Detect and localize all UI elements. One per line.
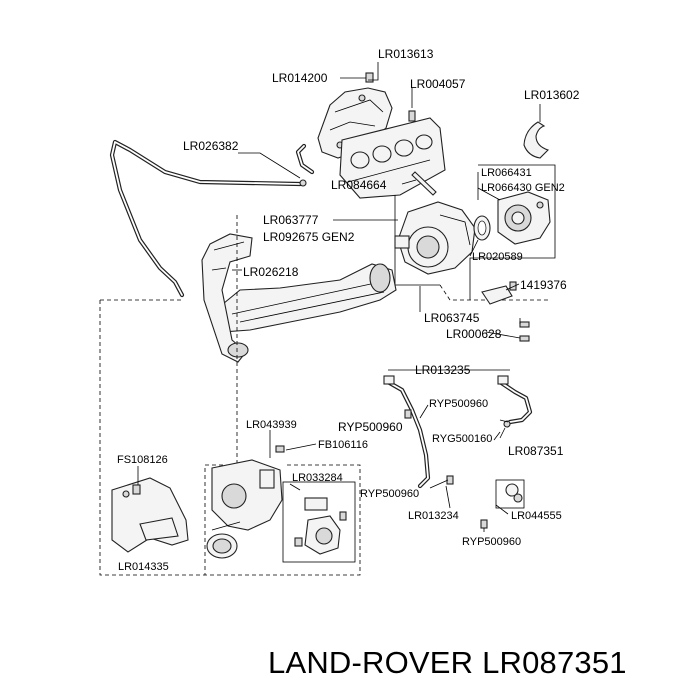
gasket-part-lr084664 (411, 171, 437, 196)
actuator-part (282, 481, 356, 563)
label-lr000628: LR000628 (446, 327, 502, 341)
label-fs108126: FS108126 (117, 454, 168, 466)
bolt-part-lr000628 (519, 335, 530, 342)
label-lr013602: LR013602 (524, 88, 580, 102)
label-lr063777: LR063777 (263, 213, 319, 227)
label-lr026382: LR026382 (183, 139, 239, 153)
label-lr026218: LR026218 (243, 265, 299, 279)
label-lr084664: LR084664 (331, 178, 387, 192)
screw-part-fb106116 (275, 445, 285, 453)
label-lr013234: LR013234 (408, 510, 459, 522)
label-lr044555: LR044555 (511, 510, 562, 522)
label-ryg500160: RYG500160 (432, 433, 492, 445)
label-lr014200: LR014200 (272, 71, 328, 85)
bracket-part-1419376 (481, 281, 517, 305)
label-lr087351: LR087351 (508, 444, 564, 458)
clamp-part (523, 121, 550, 159)
oil-feed-pipe-part (109, 139, 315, 298)
bolt-part-lr063745 (519, 321, 530, 328)
seal-ring-part (473, 215, 491, 241)
part-number-title: LAND-ROVER LR087351 (268, 645, 627, 680)
downpipe-part (217, 263, 397, 333)
label-1419376: 1419376 (520, 278, 567, 292)
label-lr020589: LR020589 (472, 251, 523, 263)
label-ryp500960-lower: RYP500960 (360, 488, 419, 500)
label-fb106116: FB106116 (318, 439, 368, 451)
label-lr014335: LR014335 (118, 561, 169, 573)
intercooler-hose-part (201, 233, 253, 363)
bolt-part-lr014200 (365, 72, 374, 83)
label-lr066430: LR066430 GEN2 (481, 182, 565, 194)
label-ryp500960-bottom: RYP500960 (462, 536, 521, 548)
turbo-housing-part (497, 191, 551, 245)
leader-lines (137, 62, 541, 532)
gasket-part-lr044555 (495, 479, 525, 509)
label-lr066431: LR066431 (481, 167, 532, 179)
pipe-bolts-part (404, 409, 511, 529)
label-lr063745: LR063745 (424, 311, 480, 325)
label-lr013613: LR013613 (378, 47, 434, 61)
label-lr033284: LR033284 (292, 472, 343, 484)
label-lr043939: LR043939 (246, 419, 297, 431)
turbocharger-part (394, 201, 476, 275)
throttle-body-part (206, 459, 283, 559)
oil-return-pipe-part (383, 375, 431, 489)
label-lr092675: LR092675 GEN2 (263, 230, 355, 244)
mounting-bracket-part (111, 477, 189, 553)
coolant-pipe-part (497, 375, 533, 425)
stud-part-lr004057 (408, 110, 416, 122)
label-lr004057: LR004057 (410, 77, 466, 91)
label-lr013235: LR013235 (415, 363, 471, 377)
label-ryp500960-main: RYP500960 (338, 420, 403, 434)
label-ryp500960-upper: RYP500960 (429, 398, 488, 410)
